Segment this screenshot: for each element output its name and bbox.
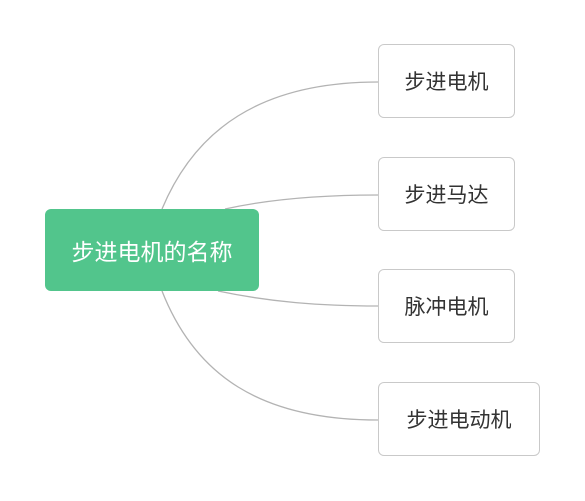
connector-to-child-0 xyxy=(161,81,379,210)
connector-to-child-1 xyxy=(224,194,379,210)
subtopic-node-stepper-motor[interactable]: 步进电机 xyxy=(378,44,515,118)
root-topic-node[interactable]: 步进电机的名称 xyxy=(45,209,259,291)
subtopic-node-pulse-motor[interactable]: 脉冲电机 xyxy=(378,269,515,343)
subtopic-node-stepper-mada[interactable]: 步进马达 xyxy=(378,157,515,231)
subtopic-label: 脉冲电机 xyxy=(404,295,489,319)
subtopic-label: 步进电机 xyxy=(404,70,489,94)
subtopic-label: 步进电动机 xyxy=(406,408,512,432)
connector-to-child-2 xyxy=(217,290,379,307)
root-topic-label: 步进电机的名称 xyxy=(71,240,233,266)
subtopic-label: 步进马达 xyxy=(404,183,489,207)
subtopic-node-stepping-motor[interactable]: 步进电动机 xyxy=(378,382,540,456)
connector-to-child-3 xyxy=(161,290,379,421)
